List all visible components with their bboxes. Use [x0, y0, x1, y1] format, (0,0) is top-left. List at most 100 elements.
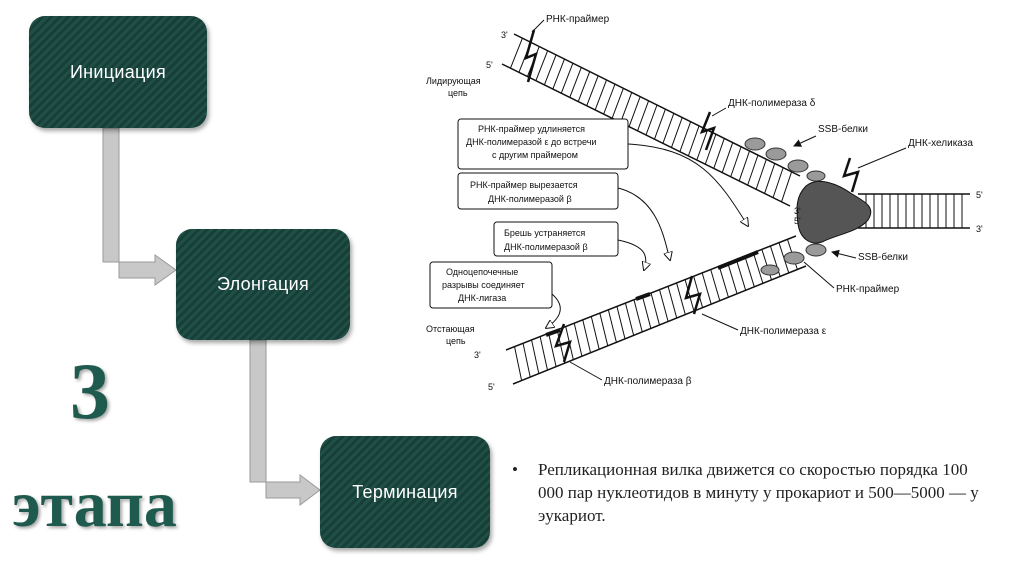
- right-five-prime: 5': [976, 190, 983, 200]
- ladder-rung: [764, 163, 776, 194]
- ladder-rung: [662, 113, 675, 144]
- helicase-label: ДНК-хеликаза: [908, 138, 973, 149]
- ssb-proteins-top: [744, 137, 826, 182]
- ladder-rung: [624, 302, 635, 336]
- lagging-strand-ladder: [505, 235, 807, 385]
- five-prime-bottom: 5': [488, 382, 495, 392]
- ladder-rung: [556, 329, 566, 364]
- callout-box: [457, 172, 619, 210]
- ladder-rung: [539, 336, 548, 371]
- callout-box: [493, 221, 619, 257]
- ladder-rung: [633, 299, 643, 333]
- ladder-rung: [586, 75, 599, 106]
- rna-primer-top-label: РНК-праймер: [546, 14, 610, 25]
- ladder-rung: [548, 333, 557, 367]
- ladder-rung: [718, 266, 729, 298]
- replication-fork-diagram: РНК-праймер 3' 5' Лидирующая цепь ДНК-по…: [426, 14, 983, 392]
- connector-arrow: [102, 127, 177, 286]
- ladder-rung: [676, 282, 686, 315]
- ladder-rung: [599, 312, 609, 346]
- ladder-rung: [710, 269, 721, 301]
- ladder-rung: [747, 154, 759, 186]
- callout2-text: РНК-праймер вырезается ДНК-полимеразой β: [470, 180, 580, 204]
- ladder-rung: [670, 117, 683, 148]
- ladder-rung: [531, 339, 540, 374]
- ladder-rung: [781, 171, 793, 202]
- dna-pol-epsilon-label: ДНК-полимераза ε: [740, 326, 827, 337]
- ladder-rung: [650, 292, 660, 326]
- stages-number: 3: [70, 348, 110, 436]
- bullet-marker: •: [512, 460, 518, 479]
- helicase-shape: [796, 181, 872, 244]
- dna-pol-beta-label: ДНК-полимераза β: [604, 376, 692, 387]
- three-prime-top: 3': [501, 30, 508, 40]
- ladder-rung: [522, 343, 531, 378]
- lagging-strand-label: Отстающая цепь: [426, 324, 477, 346]
- ladder-rung: [679, 121, 692, 152]
- ladder-rung: [654, 109, 666, 140]
- ladder-rung: [577, 71, 591, 102]
- ladder-rung: [687, 125, 700, 157]
- ladder-rung: [713, 138, 725, 169]
- stage-initiation-box: Инициация: [29, 16, 207, 128]
- ladder-rung: [603, 83, 616, 115]
- ladder-rung: [738, 150, 751, 182]
- ladder-rung: [730, 146, 742, 177]
- callout4-text: Одноцепочечные разрывы соединяет ДНК-лиг…: [442, 267, 527, 303]
- dna-pol-delta-label: ДНК-полимераза δ: [728, 98, 816, 109]
- ladder-rung: [659, 289, 669, 322]
- leading-strand-ladder: [501, 33, 801, 207]
- stage-termination-label: Терминация: [352, 481, 458, 502]
- five-prime-top: 5': [486, 60, 493, 70]
- callout-arrows: [546, 143, 748, 328]
- stage-elongation-box: Элонгация: [176, 229, 350, 340]
- leading-strand-label: Лидирующая цепь: [426, 76, 483, 98]
- stage-initiation-label: Инициация: [69, 61, 167, 82]
- right-three-prime: 3': [976, 224, 983, 234]
- ladder-rung: [514, 346, 523, 381]
- ladder-rung: [721, 142, 734, 173]
- ladder-rung: [637, 100, 650, 131]
- ladder-rung: [590, 316, 600, 350]
- callout-box: [429, 261, 553, 309]
- ladder-rung: [582, 319, 592, 353]
- stage-termination-box: Терминация: [320, 436, 490, 548]
- ladder-rung: [693, 276, 704, 308]
- ssb-proteins-bottom: [760, 243, 827, 276]
- ladder-rung: [560, 63, 574, 94]
- ladder-rung: [744, 255, 755, 287]
- fork-three-prime: 3': [794, 206, 801, 216]
- stages-word: этапа: [12, 468, 177, 541]
- polymerase-marks: [524, 29, 860, 363]
- ladder-rung: [704, 134, 717, 165]
- parental-duplex: [858, 193, 970, 229]
- ladder-rung: [772, 167, 784, 198]
- ladder-rung: [667, 286, 678, 319]
- callout1-text: РНК-праймер удлиняется ДНК-полимеразой ε…: [466, 124, 599, 160]
- ladder-rung: [607, 309, 617, 343]
- three-prime-bottom: 3': [474, 350, 481, 360]
- ladder-rung: [628, 96, 641, 127]
- ladder-rung: [535, 50, 549, 81]
- ssb-bottom-label: SSB-белки: [858, 251, 908, 263]
- ladder-rung: [727, 262, 738, 294]
- rna-primer-bottom-label: РНК-праймер: [836, 284, 900, 295]
- callout3-text: Брешь устраняется ДНК-полимеразой β: [504, 228, 588, 252]
- ladder-rung: [569, 67, 582, 98]
- fork-five-prime: 5': [794, 216, 801, 226]
- ladder-rung: [755, 159, 767, 190]
- ladder-rung: [611, 88, 624, 119]
- ladder-rung: [616, 306, 626, 340]
- ladder-rung: [696, 129, 708, 161]
- ssb-top-label: SSB-белки: [818, 123, 868, 135]
- ladder-rung: [701, 272, 712, 305]
- ladder-rung: [752, 252, 764, 284]
- ladder-rung: [543, 54, 557, 86]
- ladder-rung: [684, 279, 695, 312]
- ladder-rung: [620, 92, 633, 123]
- note-text: Репликационная вилка движется со скорост…: [538, 460, 979, 525]
- replication-speed-note: • Репликационная вилка движется со скоро…: [512, 458, 987, 527]
- ladder-rung: [645, 104, 658, 136]
- ladder-rung: [573, 323, 583, 357]
